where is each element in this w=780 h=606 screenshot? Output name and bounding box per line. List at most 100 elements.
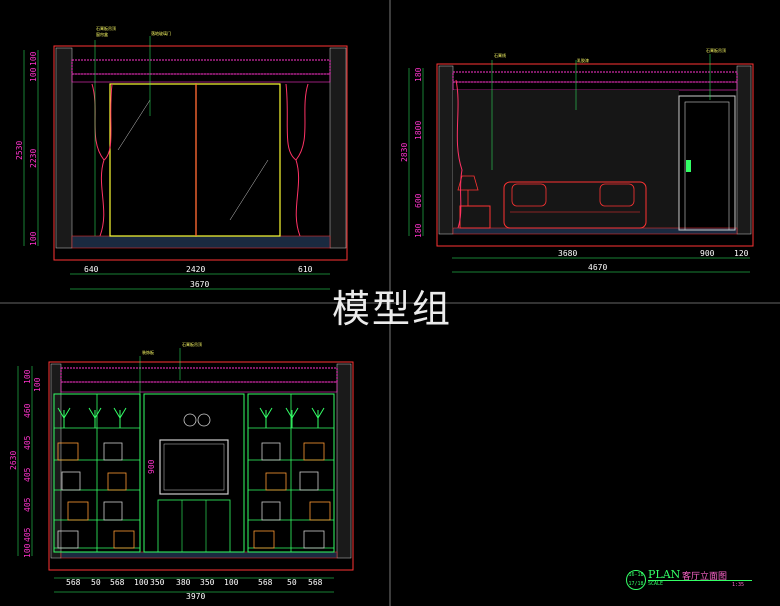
elevation-c-books [309, 501, 331, 521]
elevation-c-dim-label: 568 [308, 578, 323, 587]
elevation-b-sofa-cushion [511, 183, 547, 207]
elevation-c-plant [285, 407, 299, 428]
elevation-c-dim-label: 568 [110, 578, 125, 587]
title-underline [648, 580, 752, 581]
elevation-c-plant [57, 407, 71, 428]
scale-label: SCALE [648, 581, 664, 587]
elevation-c-books [61, 471, 81, 491]
elevation-c-left-wall [50, 363, 62, 559]
elevation-c-dim-total: 2630 [9, 451, 18, 470]
drawing-title: 客厅立面图 [682, 572, 728, 582]
elevation-a-curtain-right [285, 83, 297, 161]
elevation-c-books [113, 530, 135, 549]
elevation-b-floor [452, 227, 738, 235]
elevation-b-sofa-cushion [599, 183, 635, 207]
elevation-a-curtain-left [91, 83, 105, 237]
elevation-a-dim-label: 610 [298, 265, 313, 274]
elevation-c-books [107, 472, 127, 491]
elevation-c-books [67, 501, 89, 521]
elevation-c-dim-label: 568 [258, 578, 273, 587]
elevation-c-books [261, 501, 281, 521]
elevation-c-tv-dim: 900 [147, 459, 156, 474]
elevation-b-right-wall [736, 65, 752, 235]
elevation-a: 石膏板吊顶 窗帘盒 落地玻璃门 640 2420 610 3670 100 10… [15, 25, 348, 290]
elevation-c-dim-label: 50 [287, 578, 297, 587]
elevation-b-dim-label: 1800 [414, 121, 423, 140]
elevation-a-curtain-left [103, 83, 113, 161]
elevation-c-tv-unit [143, 393, 245, 553]
plan-label: PLAN [648, 568, 681, 581]
elevation-b-dim-label: 180 [414, 67, 423, 82]
elevation-a-right-wall [329, 47, 347, 249]
elevation-c-dim-label: 100 [33, 377, 42, 392]
elevation-c-tv-screen [159, 439, 229, 495]
elevation-c-dim-label: 350 [150, 578, 165, 587]
elevation-c-books [265, 472, 287, 491]
elevation-b-door-handle [686, 160, 691, 172]
elevation-c-tv-bezel [163, 443, 225, 491]
elevation-a-dim-label: 2420 [186, 265, 205, 274]
elevation-b-note: 石膏板吊顶 [706, 47, 726, 53]
elevation-c-note: 石膏板吊顶 [182, 341, 202, 347]
elevation-b-door-panel [684, 101, 730, 231]
elevation-c-plant [259, 407, 273, 428]
elevation-c-dim-label: 380 [176, 578, 191, 587]
elevation-c-books [57, 442, 79, 461]
elevation-c-floor [60, 551, 338, 559]
elevation-a-dim-label: 640 [84, 265, 99, 274]
elevation-a-note: 落地玻璃门 [151, 30, 171, 36]
elevation-b: 石膏线 乳胶漆 石膏板吊顶 3680 900 120 4670 180 1800… [400, 47, 754, 273]
elevation-b-curtain [455, 79, 463, 229]
elevation-c-dim-label: 50 [91, 578, 101, 587]
elevation-c-bookcase-left [53, 393, 141, 553]
elevation-b-dim-total: 4670 [588, 263, 607, 272]
elevation-a-note: 窗帘盒 [96, 31, 108, 37]
elevation-a-dim-total: 2530 [15, 141, 24, 160]
elevation-b-wall-texture [453, 90, 679, 230]
elevation-c-dim-label: 100 [23, 543, 32, 558]
sheet-number-badge: 16-18 17/18 [626, 570, 646, 590]
elevation-a-dim-label: 100 [29, 51, 38, 66]
elevation-c-books [103, 501, 123, 521]
elevation-c-books [303, 530, 325, 549]
elevation-b-dim-label: 3680 [558, 249, 577, 258]
elevation-c-books [303, 442, 325, 461]
elevation-c-dim-label: 405 [23, 435, 32, 450]
elevation-c-dim-label: 405 [23, 467, 32, 482]
elevation-b-ceiling-band [452, 71, 738, 83]
elevation-c-dim-label: 100 [224, 578, 239, 587]
elevation-b-dim-label: 900 [700, 249, 715, 258]
elevation-c-vase [183, 413, 197, 427]
elevation-b-lamp [457, 175, 479, 191]
watermark-text: 模型组 [332, 287, 453, 331]
elevation-b-dim-label: 120 [734, 249, 749, 258]
sheet-sub-number: 17/18 [628, 581, 644, 587]
elevation-a-cornice [71, 73, 331, 83]
elevation-b-dim-total: 2830 [400, 143, 409, 162]
elevation-b-note: 乳胶漆 [577, 57, 589, 63]
elevation-b-sofa [503, 181, 647, 229]
elevation-c-dim-label: 568 [66, 578, 81, 587]
elevation-c-ceiling-band [60, 367, 338, 383]
elevation-c-frame [48, 361, 354, 571]
drawing-scale: 1:35 [732, 582, 745, 588]
elevation-c-dim-label: 100 [134, 578, 149, 587]
elevation-a-note: 石膏板吊顶 [96, 25, 116, 31]
elevation-c: 装饰板 石膏板吊顶 900 568 50 568 100 350 380 350… [9, 341, 354, 601]
elevation-a-left-wall [55, 47, 73, 249]
elevation-b-frame [436, 63, 754, 247]
elevation-a-glass-hatch [229, 159, 269, 221]
elevation-a-frame [53, 45, 348, 261]
elevation-c-dim-total: 3970 [186, 592, 205, 601]
elevation-c-vase [197, 413, 211, 427]
elevation-c-dim-label: 405 [23, 497, 32, 512]
elevation-c-plant [88, 407, 102, 428]
elevation-a-ceiling-band [71, 59, 331, 75]
elevation-a-dim-label: 2230 [29, 149, 38, 168]
elevation-c-cornice [60, 381, 338, 393]
elevation-c-dim-label: 405 [23, 527, 32, 542]
elevation-b-dim-label: 600 [414, 193, 423, 208]
elevation-c-books [299, 471, 319, 491]
